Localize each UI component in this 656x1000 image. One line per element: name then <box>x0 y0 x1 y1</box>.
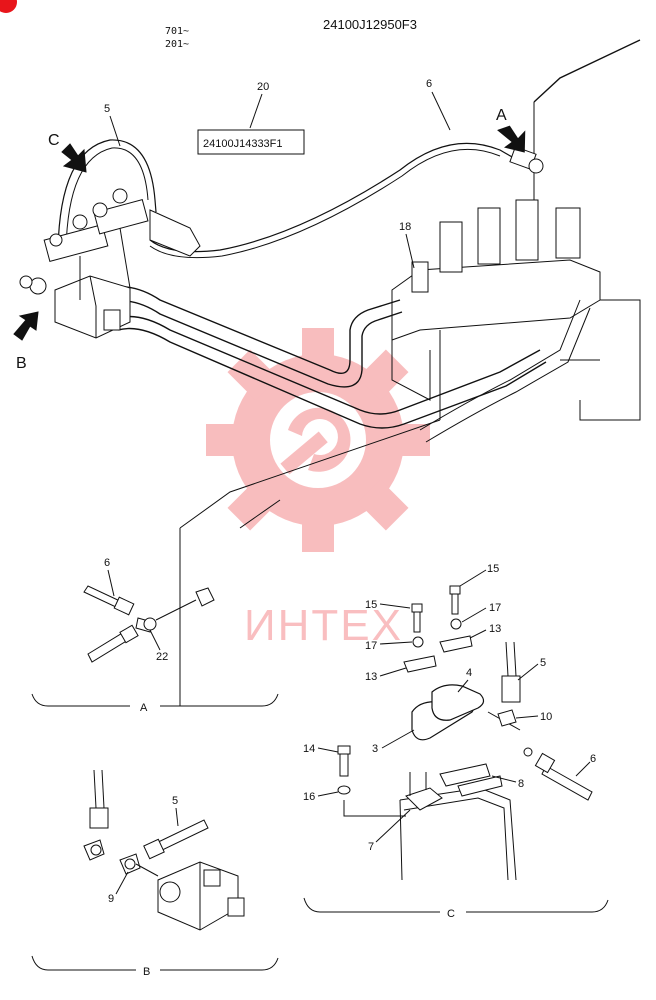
callout-15-a: 15 <box>487 563 499 575</box>
callout-17-b: 17 <box>365 640 377 652</box>
callout-9: 9 <box>108 893 114 905</box>
watermark-text: ИНТЕХ <box>244 601 403 650</box>
view-c: 15 15 17 17 13 13 4 5 10 3 14 16 8 7 6 C <box>303 563 609 920</box>
fitting-a <box>509 146 544 174</box>
callout-17-a: 17 <box>489 602 501 614</box>
serial-range-bottom: 201~ <box>165 39 189 50</box>
corner-badge-icon <box>0 0 17 13</box>
view-a-label: A <box>140 702 148 714</box>
arrow-a: A <box>496 107 526 153</box>
main-assembly <box>19 39 641 706</box>
callout-box <box>197 129 305 155</box>
callout-4: 4 <box>466 667 472 679</box>
callout-8: 8 <box>518 778 524 790</box>
callout-13-b: 13 <box>365 671 377 683</box>
callout-10: 10 <box>540 711 552 723</box>
callout-5-top: 5 <box>104 103 110 115</box>
callout-5-view-c: 5 <box>540 657 546 669</box>
arrow-c-label: C <box>48 132 60 149</box>
arrow-c: C <box>48 132 87 173</box>
arrow-a-label: A <box>496 107 507 124</box>
arrow-b: B <box>13 311 39 372</box>
watermark-gear-logo <box>206 328 430 552</box>
hose-6-top <box>149 142 519 253</box>
callout-7: 7 <box>368 841 374 853</box>
callout-16: 16 <box>303 791 315 803</box>
callout-15-b: 15 <box>365 599 377 611</box>
callout-box-text: 24100J14333F1 <box>203 138 283 150</box>
view-b-label: B <box>143 966 150 978</box>
callout-3: 3 <box>372 743 378 755</box>
view-a: 6 22 A <box>31 557 279 714</box>
callout-13-a: 13 <box>489 623 501 635</box>
control-valve <box>391 199 601 420</box>
pipe-run <box>99 285 591 443</box>
bolt-15-a <box>449 585 461 615</box>
callout-6-view-c: 6 <box>590 753 596 765</box>
callout-6-top: 6 <box>426 78 432 90</box>
arrow-b-label: B <box>16 355 27 372</box>
drawing-part-number: 24100J12950F3 <box>323 17 417 32</box>
bolt-15-b <box>411 603 423 633</box>
callout-20: 20 <box>257 81 269 93</box>
callout-6-view-a: 6 <box>104 557 110 569</box>
view-b: 5 9 B <box>31 769 279 978</box>
serial-range-top: 701~ <box>165 26 189 37</box>
callout-14: 14 <box>303 743 315 755</box>
callout-18: 18 <box>399 221 411 233</box>
callout-5-view-b: 5 <box>172 795 178 807</box>
callout-22: 22 <box>156 651 168 663</box>
left-valve-block <box>19 188 201 339</box>
view-c-label: C <box>447 908 455 920</box>
